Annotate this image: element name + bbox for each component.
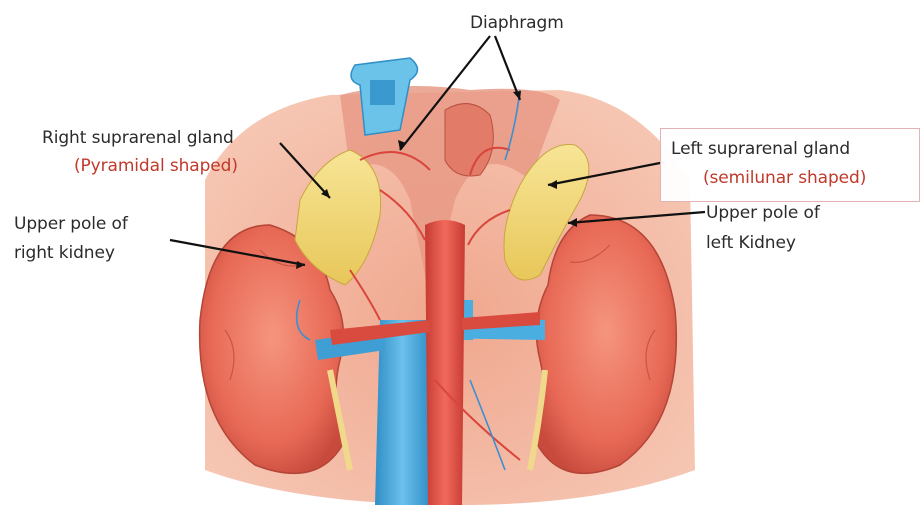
esophagus-shape [445,104,493,176]
left-gland-shape-label: (semilunar shaped) [703,167,866,189]
left-suprarenal-gland-label: Left suprarenal gland [671,138,850,160]
right-gland-shape-label: (Pyramidal shaped) [74,155,238,177]
left-upper-pole-label-line2: left Kidney [706,232,796,254]
aorta-shape [425,220,465,505]
right-suprarenal-gland-label: Right suprarenal gland [42,127,234,149]
left-gland-label-box: Left suprarenal gland (semilunar shaped) [660,128,920,202]
diaphragm-label: Diaphragm [470,12,564,34]
right-upper-pole-label-line1: Upper pole of [14,213,128,235]
right-upper-pole-label-line2: right kidney [14,242,115,264]
left-upper-pole-label-line1: Upper pole of [706,202,820,224]
